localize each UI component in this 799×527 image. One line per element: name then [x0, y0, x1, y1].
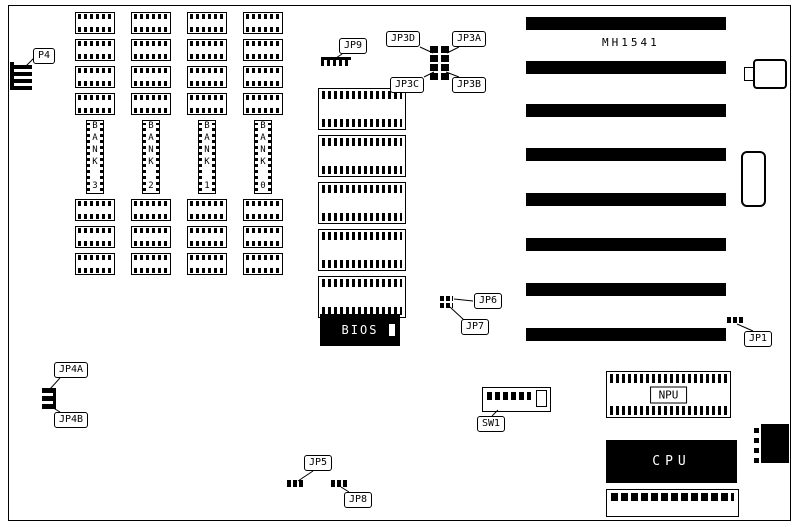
memory-chip [243, 39, 283, 61]
jp7-jumper [440, 303, 453, 308]
memory-chip [131, 199, 171, 221]
memory-chip [187, 253, 227, 275]
memory-bank-2: BANK 2 [131, 12, 171, 275]
memory-chip [75, 253, 115, 275]
power-connector [761, 424, 789, 463]
memory-chip [75, 93, 115, 115]
cpu-chip: CPU [606, 440, 737, 483]
jp1-jumper [727, 317, 743, 323]
dip-switch-sw1 [482, 387, 551, 412]
callout-jp9: JP9 [339, 38, 368, 54]
memory-chip [243, 253, 283, 275]
callout-jp3d: JP3D [386, 31, 421, 47]
expansion-slot [526, 238, 726, 251]
npu-socket: NPU [606, 371, 731, 418]
pin-header-pins [611, 493, 734, 501]
callout-jp3c: JP3C [390, 77, 425, 93]
memory-chip [187, 66, 227, 88]
memory-chip [243, 12, 283, 34]
expansion-slot [526, 104, 726, 117]
bank-label-text: BANK 2 [146, 121, 156, 193]
bios-chip-notch [389, 324, 395, 336]
power-connector-pins [754, 428, 759, 433]
jp9-header [321, 57, 351, 66]
bios-chip: BIOS [320, 314, 400, 346]
memory-chip [75, 12, 115, 34]
memory-chip [131, 226, 171, 248]
callout-jp4b: JP4B [54, 412, 89, 428]
cpu-label: CPU [652, 454, 691, 469]
logic-chip [318, 88, 406, 130]
memory-chip [75, 226, 115, 248]
memory-chip [131, 93, 171, 115]
memory-bank-1: BANK 1 [187, 12, 227, 275]
callout-jp1: JP1 [744, 331, 773, 347]
bank-label-text: BANK 0 [258, 121, 268, 193]
callout-jp7: JP7 [461, 319, 490, 335]
memory-chip [243, 93, 283, 115]
memory-chip [187, 39, 227, 61]
callout-jp3a: JP3A [452, 31, 487, 47]
memory-chip [75, 66, 115, 88]
bank-label: BANK 1 [198, 120, 216, 194]
board-outline [8, 5, 791, 521]
callout-jp5: JP5 [304, 455, 333, 471]
memory-chip [75, 199, 115, 221]
npu-label: NPU [649, 386, 688, 403]
dip-switch-toggles [487, 392, 531, 400]
expansion-slot [526, 148, 726, 161]
callout-jp4a: JP4A [54, 362, 89, 378]
expansion-slot [526, 193, 726, 206]
bank-label-text: BANK 3 [90, 121, 100, 193]
logic-chip [318, 229, 406, 271]
jp3-jumper-block [430, 46, 438, 53]
logic-chip [318, 276, 406, 318]
dip-switch-endcap [536, 390, 547, 407]
logic-chip [318, 182, 406, 224]
bank-label: BANK 3 [86, 120, 104, 194]
memory-chip [243, 199, 283, 221]
memory-chip [131, 12, 171, 34]
oscillator [741, 151, 766, 207]
callout-jp6: JP6 [474, 293, 503, 309]
callout-jp8: JP8 [344, 492, 373, 508]
bank-label-text: BANK 1 [202, 121, 212, 193]
memory-bank-0: BANK 0 [243, 12, 283, 275]
bios-chip-label: BIOS [341, 323, 379, 337]
pin-header-strip [606, 489, 739, 517]
memory-chip [131, 66, 171, 88]
expansion-slot [526, 17, 726, 30]
expansion-slot [526, 283, 726, 296]
memory-chip [243, 226, 283, 248]
memory-chip [75, 39, 115, 61]
callout-sw1: SW1 [477, 416, 506, 432]
memory-chip [131, 253, 171, 275]
bank-label: BANK 2 [142, 120, 160, 194]
memory-chip [187, 199, 227, 221]
logic-chip-column [318, 88, 406, 318]
expansion-slot [526, 328, 726, 341]
callout-p4: P4 [33, 48, 56, 64]
memory-chip [187, 93, 227, 115]
memory-bank-3: BANK 3 [75, 12, 115, 275]
keyboard-connector [753, 59, 787, 89]
jp8-jumper [331, 480, 347, 487]
bank-label: BANK 0 [254, 120, 272, 194]
p4-connector [10, 62, 32, 90]
callout-jp3b: JP3B [452, 77, 487, 93]
memory-chip [187, 226, 227, 248]
logic-chip [318, 135, 406, 177]
memory-chip [243, 66, 283, 88]
expansion-slot [526, 61, 726, 74]
jp4-jumper [42, 388, 56, 409]
jp5-jumper [287, 480, 303, 487]
memory-chip [187, 12, 227, 34]
board-model-label: MH1541 [602, 36, 660, 49]
jp6-jumper [440, 296, 453, 301]
memory-chip [131, 39, 171, 61]
